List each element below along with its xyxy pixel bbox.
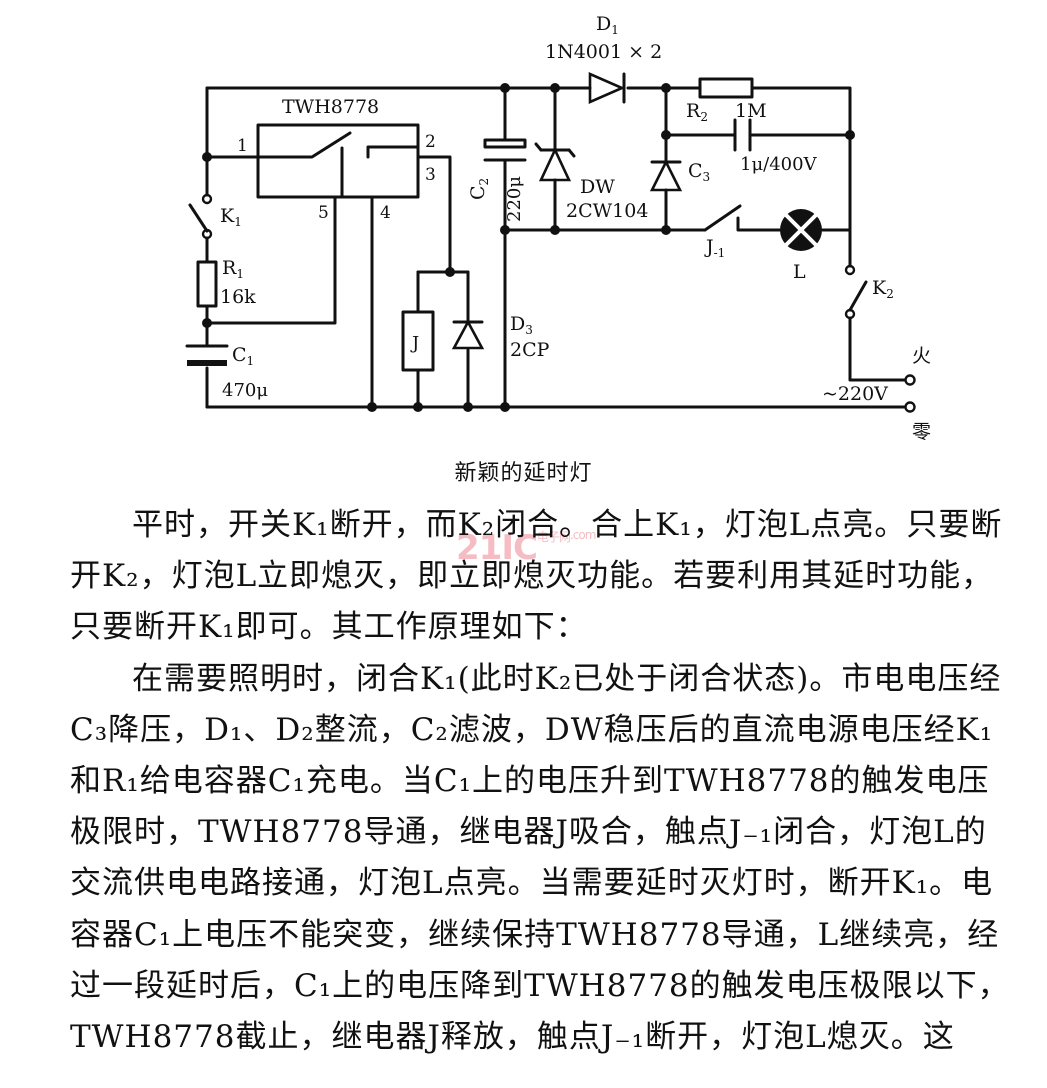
watermark-logo: 21IC电子网.com [456,528,596,568]
circuit-diagram: TWH8778 1 2 3 5 4 K1 R1 16k C1 470μ J D3… [185,13,931,443]
ic-pin4: 4 [380,203,391,223]
ic-pin5: 5 [318,203,329,223]
svg-text:16k: 16k [220,286,256,308]
diode-c3-branch [649,148,683,192]
svg-text:K2: K2 [872,277,894,301]
svg-text:DW: DW [580,176,615,198]
paragraph-1: 平时，开关K₁断开，而K₂闭合。合上K₁，灯泡L点亮。只要断开K₂，灯泡L立即熄… [70,507,1003,646]
ic-pin1: 1 [237,136,248,156]
svg-text:D3: D3 [510,313,533,337]
resistor-r2: R2 1M [686,77,767,124]
svg-text:D1: D1 [596,13,619,37]
diode-d1: D1 1N4001 × 2 [545,13,662,104]
ic-twh8778: TWH8778 1 2 3 5 4 [237,96,436,223]
svg-text:J: J [410,333,419,354]
live-label: 火 [912,345,931,367]
zener-dw: DW 2CW104 [534,133,648,222]
svg-text:1M: 1M [735,100,767,122]
svg-text:2CW104: 2CW104 [566,200,648,222]
diode-d3: D3 2CP [451,313,550,361]
body-text: 平时，开关K₁断开，而K₂闭合。合上K₁，灯泡L点亮。只要断开K₂，灯泡L立即熄… [70,500,1010,1063]
svg-text:R1: R1 [222,257,244,281]
svg-text:220μ: 220μ [504,176,525,222]
neutral-label: 零 [912,421,931,443]
paragraph-2: 在需要照明时，闭合K₁(此时K₂已处于闭合状态)。市电电压经C₃降压，D₁、D₂… [70,660,1010,1056]
svg-text:K1: K1 [220,205,242,229]
switch-k1: K1 [188,193,242,240]
svg-text:1μ/400V: 1μ/400V [740,154,818,175]
relay-contact-j1: J-1 [703,204,742,260]
capacitor-c3: C3 1μ/400V [688,118,818,184]
ic-label: TWH8778 [282,96,379,118]
figure-caption: 新颖的延时灯 [454,461,593,486]
svg-text:2CP: 2CP [510,339,550,361]
resistor-r1: R1 16k [196,257,256,308]
svg-text:C2: C2 [467,178,491,200]
mains-voltage-label: ~220V [822,383,888,405]
lamp-l: L [780,209,822,283]
switch-k2: K2 [844,238,894,320]
ic-pin3: 3 [425,165,436,185]
mains-terminals: 火 零 ~220V [822,345,931,443]
junction-dots [202,83,855,412]
svg-text:J-1: J-1 [704,236,725,260]
capacitor-c2: C2 220μ [467,138,527,222]
ic-pin2: 2 [425,132,436,152]
svg-text:1N4001 × 2: 1N4001 × 2 [545,41,662,63]
svg-text:R2: R2 [686,100,708,124]
wires [205,86,907,409]
svg-text:C3: C3 [688,160,710,184]
svg-text:470μ: 470μ [222,380,268,401]
capacitor-c1: C1 470μ [185,344,268,401]
svg-text:C1: C1 [232,344,254,368]
relay-coil-j: J [401,310,435,372]
svg-text:L: L [793,261,806,283]
